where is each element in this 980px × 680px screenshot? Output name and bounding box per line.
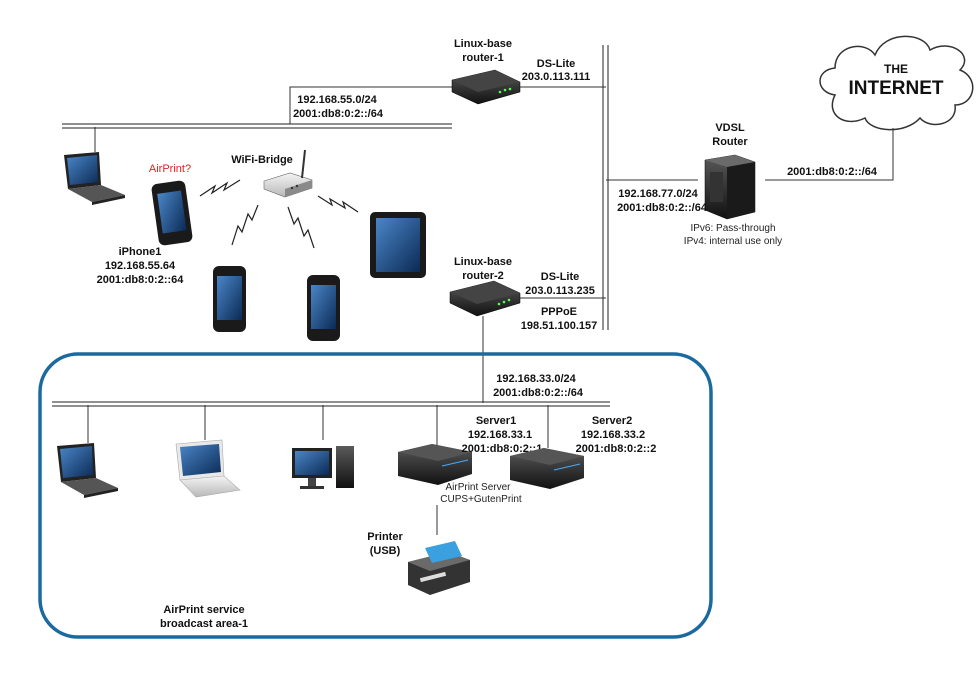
iphone-icon bbox=[213, 266, 246, 332]
wires bbox=[87, 86, 894, 535]
wire-router1-lan55 bbox=[289, 86, 452, 124]
server1-role-1: AirPrint Server bbox=[445, 482, 511, 493]
iphone1-icon bbox=[151, 180, 193, 246]
server1-icon bbox=[398, 444, 472, 485]
iphone-icon bbox=[307, 275, 340, 341]
server1-role-2: CUPS+GutenPrint bbox=[440, 494, 522, 505]
vdsl-note-2: IPv4: internal use only bbox=[684, 236, 782, 247]
router2-name-2: router-2 bbox=[462, 270, 504, 282]
laptop-icon bbox=[57, 443, 118, 498]
server2-ip6: 2001:db8:0:2::2 bbox=[576, 443, 657, 455]
wifi-signal-icons bbox=[199, 179, 359, 249]
lan33-v4: 192.168.33.0/24 bbox=[496, 373, 576, 385]
laptop-icon bbox=[64, 152, 125, 205]
wire-internet-vdsl bbox=[765, 128, 894, 181]
router2-ip2: 198.51.100.157 bbox=[521, 320, 597, 332]
vdsl-name-1: VDSL bbox=[715, 122, 745, 134]
server2-icon bbox=[510, 448, 584, 489]
router2-ip: 203.0.113.235 bbox=[525, 285, 595, 297]
server1-ip6: 2001:db8:0:2::1 bbox=[462, 443, 543, 455]
vdsl-name-2: Router bbox=[712, 136, 748, 148]
bus-lines bbox=[52, 45, 610, 407]
area-caption-2: broadcast area-1 bbox=[160, 618, 248, 630]
router1-name-1: Linux-base bbox=[454, 38, 512, 50]
airprint-question: AirPrint? bbox=[149, 163, 191, 175]
desktop-computer-icon bbox=[292, 446, 354, 489]
wifi-bridge-icon bbox=[263, 149, 313, 198]
server1-name: Server1 bbox=[476, 415, 516, 427]
lan55-v6: 2001:db8:0:2::/64 bbox=[293, 108, 384, 120]
router2-icon bbox=[449, 280, 521, 317]
internet-label-2: INTERNET bbox=[849, 78, 944, 99]
router2-mode: DS-Lite bbox=[541, 271, 580, 283]
vdsl-wan-prefix: 2001:db8:0:2::/64 bbox=[787, 166, 878, 178]
printer-name-1: Printer bbox=[367, 531, 403, 543]
internet-cloud: THE INTERNET bbox=[819, 35, 974, 131]
server2-ip4: 192.168.33.2 bbox=[581, 429, 645, 441]
wifi-bridge-label: WiFi-Bridge bbox=[231, 154, 293, 166]
router2-mode2: PPPoE bbox=[541, 306, 577, 318]
tablet-icon bbox=[370, 212, 426, 278]
router1-mode: DS-Lite bbox=[537, 58, 576, 70]
vdsl-router-icon bbox=[704, 154, 756, 220]
backbone-v6: 2001:db8:0:2::/64 bbox=[617, 202, 708, 214]
lan33-v6: 2001:db8:0:2::/64 bbox=[493, 387, 584, 399]
internet-label-1: THE bbox=[884, 62, 908, 76]
router1-icon bbox=[451, 69, 521, 105]
iphone1-name: iPhone1 bbox=[119, 246, 162, 258]
lan55-v4: 192.168.55.0/24 bbox=[297, 94, 377, 106]
server1-ip4: 192.168.33.1 bbox=[468, 429, 532, 441]
router2-name-1: Linux-base bbox=[454, 256, 512, 268]
printer-name-2: (USB) bbox=[370, 545, 401, 557]
printer-icon bbox=[408, 541, 470, 595]
router1-name-2: router-1 bbox=[462, 52, 504, 64]
macbook-icon bbox=[175, 439, 241, 498]
iphone1-ip4: 192.168.55.64 bbox=[105, 260, 176, 272]
broadcast-area-frame bbox=[38, 352, 713, 639]
backbone-v4: 192.168.77.0/24 bbox=[618, 188, 698, 200]
router1-ip: 203.0.113.111 bbox=[522, 71, 591, 83]
area-caption-1: AirPrint service bbox=[163, 604, 244, 616]
server2-name: Server2 bbox=[592, 415, 632, 427]
iphone1-ip6: 2001:db8:0:2::64 bbox=[97, 274, 185, 286]
vdsl-note-1: IPv6: Pass-through bbox=[690, 223, 775, 234]
